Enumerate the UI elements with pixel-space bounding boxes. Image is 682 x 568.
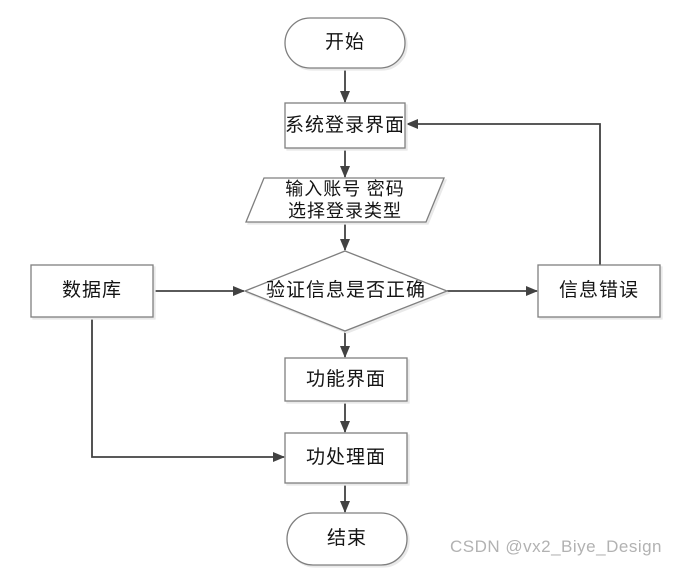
csdn-watermark: CSDN @vx2_Biye_Design xyxy=(450,537,663,556)
error-process-shape xyxy=(537,264,661,318)
end-terminator-shape xyxy=(286,512,408,566)
input-node-line2: 选择登录类型 xyxy=(288,201,402,221)
database-node-label: 数据库 xyxy=(61,280,122,301)
decision-diamond-shape xyxy=(243,250,449,332)
edge-error-login-feedback xyxy=(406,119,601,265)
input-parallelogram-shape xyxy=(245,177,445,223)
start-terminator-shape xyxy=(284,17,406,69)
start-node-label: 开始 xyxy=(324,32,365,53)
handler-node-label: 功处理面 xyxy=(305,447,386,468)
decision-node-label: 验证信息是否正确 xyxy=(265,280,426,301)
login-node-label: 系统登录界面 xyxy=(285,114,406,136)
error-node-label: 信息错误 xyxy=(558,280,639,301)
function-node-label: 功能界面 xyxy=(305,368,386,390)
handler-process-shape xyxy=(284,432,408,484)
end-node-label: 结束 xyxy=(326,528,367,549)
input-node-line1: 输入账号 密码 xyxy=(285,179,405,199)
function-process-shape xyxy=(284,357,408,402)
database-process-shape xyxy=(30,264,154,318)
input-node-label: 输入账号 密码 选择登录类型 xyxy=(250,178,440,222)
login-process-shape xyxy=(284,102,406,149)
edge-database-handler xyxy=(91,317,285,462)
